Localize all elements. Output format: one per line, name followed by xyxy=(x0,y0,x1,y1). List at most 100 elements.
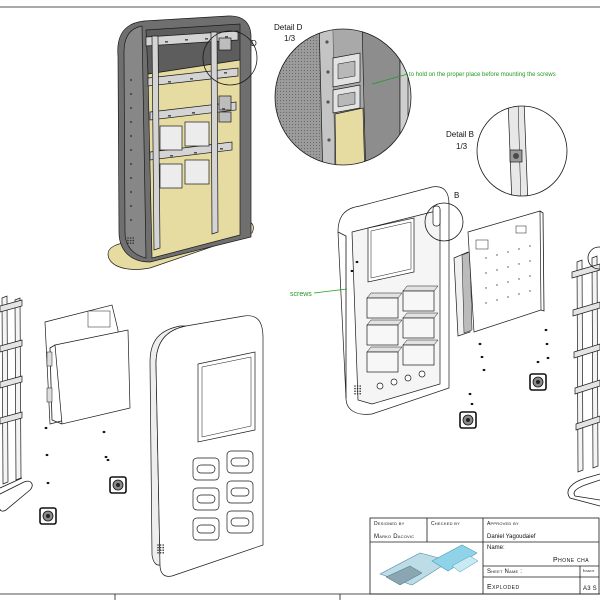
rail-hole xyxy=(224,72,227,74)
pcb-hole xyxy=(507,281,509,283)
side-vent xyxy=(129,134,133,138)
battery-module-top xyxy=(402,285,439,292)
vent-hole xyxy=(127,237,129,239)
rail-hole xyxy=(192,112,195,114)
bracket-screw-head xyxy=(513,153,519,159)
case-side-depth xyxy=(337,231,347,398)
vent-hole xyxy=(354,385,356,387)
vent-hole xyxy=(359,387,362,390)
rack-stand-base-inner xyxy=(573,479,600,501)
detail-d-marker-letter: D xyxy=(251,39,257,48)
rack-shelf xyxy=(574,379,600,395)
front-case-view xyxy=(149,315,264,577)
pcb-front-box xyxy=(54,329,131,425)
title-block: Designed by Marko Dacovic Checked by App… xyxy=(369,517,600,595)
detail-d-scale: 1/3 xyxy=(284,34,296,43)
pcb-hole xyxy=(496,284,498,286)
side-vent xyxy=(129,92,133,96)
screw xyxy=(480,355,484,359)
render-panel xyxy=(385,565,423,586)
checked-by-label: Checked by xyxy=(431,521,460,527)
pcb-side-plate-back xyxy=(461,251,473,334)
battery-module xyxy=(366,351,399,373)
pcb-connector xyxy=(46,387,53,403)
battery-module-top xyxy=(402,312,439,319)
battery-module xyxy=(366,324,399,346)
charging-slot-opening xyxy=(196,494,216,504)
sheet-name-extra: Invent xyxy=(583,568,595,573)
frame-strip xyxy=(318,29,336,165)
vent-hole xyxy=(162,549,164,551)
pcb-component xyxy=(515,225,527,234)
rack-upright xyxy=(576,259,584,473)
side-vent xyxy=(129,106,133,110)
screw xyxy=(478,342,482,346)
designed-by-label: Designed by xyxy=(374,521,405,527)
vent-hole xyxy=(127,242,129,244)
side-vent xyxy=(129,176,133,180)
vent-hole xyxy=(157,549,159,551)
side-vent xyxy=(129,162,133,166)
charging-slot-opening xyxy=(196,524,216,534)
rail-hole xyxy=(185,39,188,41)
screw xyxy=(104,455,108,459)
rack-shelf xyxy=(0,375,23,389)
pcb-hole xyxy=(518,293,520,295)
right-rack-frame xyxy=(567,246,600,507)
port-button xyxy=(376,382,384,390)
rail-hole xyxy=(205,38,208,40)
detail-d-marker-circle xyxy=(202,30,258,86)
pcb-hole xyxy=(507,266,509,268)
rack-shelf xyxy=(572,301,600,317)
screw xyxy=(355,260,359,264)
vent-hole xyxy=(162,544,164,546)
pcb-hole xyxy=(529,245,531,247)
pcb-connector xyxy=(46,351,53,367)
battery-module xyxy=(159,125,183,151)
cooling-fan-hub xyxy=(116,483,120,487)
side-vent xyxy=(129,120,133,124)
screw-hole xyxy=(325,40,329,44)
drawing-name: Phone cha xyxy=(553,557,589,564)
vent-hole xyxy=(356,390,359,393)
screw xyxy=(44,426,48,430)
vent-hole xyxy=(157,546,159,549)
sheet-format: A3 S xyxy=(583,586,597,592)
rear-housing-side-face xyxy=(123,25,147,259)
pcb-main-plate xyxy=(467,210,542,333)
rack-stand-base xyxy=(567,473,600,507)
pcb-component xyxy=(475,239,489,250)
vent-hole xyxy=(359,393,362,395)
vent-hole xyxy=(127,239,129,242)
rack-upright xyxy=(1,295,9,485)
sheet-name-label: Sheet Name : xyxy=(487,569,522,575)
battery-module-top xyxy=(366,346,403,353)
pcb-hole xyxy=(518,248,520,250)
vent-hole xyxy=(159,552,162,554)
rack-shelf xyxy=(0,299,23,313)
pcb-hole xyxy=(485,302,487,304)
battery-module-top xyxy=(366,292,403,299)
left-pcb-modules xyxy=(44,304,131,425)
display-screen-inner xyxy=(201,356,252,438)
vent-hole xyxy=(129,242,132,244)
pcb-vent-area xyxy=(87,310,111,328)
pcb-hole xyxy=(496,269,498,271)
hardware-parts xyxy=(39,245,550,525)
battery-module xyxy=(402,344,435,366)
connector-block xyxy=(218,37,232,51)
rail-hole xyxy=(194,152,197,154)
vent-hole xyxy=(129,237,132,239)
rail-hole xyxy=(168,81,171,83)
screw xyxy=(482,368,486,372)
pcb-hole xyxy=(485,287,487,289)
screw xyxy=(536,360,540,364)
port-button xyxy=(404,374,412,382)
vertical-rail xyxy=(151,35,161,251)
cooling-fan-hub xyxy=(46,514,50,518)
side-vent xyxy=(129,190,133,194)
sheet-name-value: Exploded xyxy=(487,584,520,591)
detail-d-title: Detail D xyxy=(274,23,303,32)
pcb-plate-assembly xyxy=(453,210,545,337)
vent-hole xyxy=(157,552,159,554)
